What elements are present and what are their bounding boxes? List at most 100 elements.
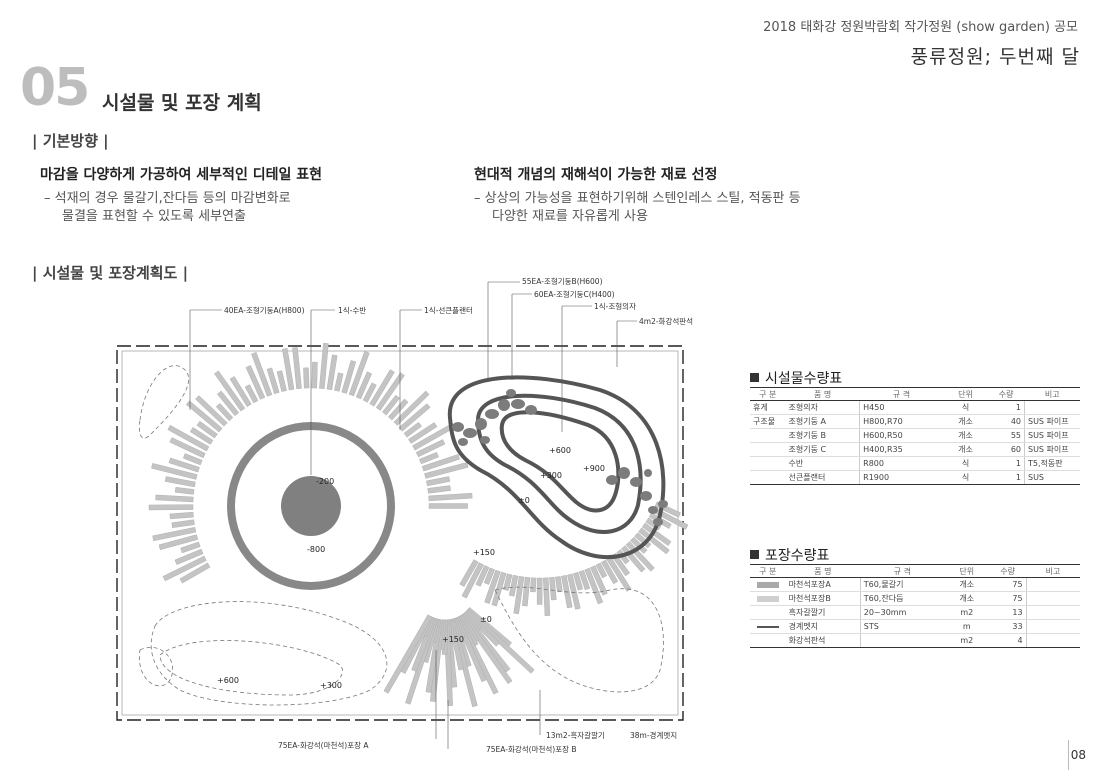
pillar-bar [428, 492, 473, 502]
pillar-bar [182, 453, 203, 466]
pillar-bar [475, 565, 490, 587]
pillar-bar [195, 395, 228, 427]
callout-paving-a: 75EA-화강석(마천석)포장 A [278, 740, 369, 750]
pillar-bar [169, 511, 194, 520]
sculpture-pillars-b [383, 607, 535, 708]
legend-line [750, 619, 786, 634]
level-label: ±0 [480, 615, 492, 624]
edging-line-outer [447, 375, 666, 560]
pillar-bar [155, 494, 194, 503]
pillar-bar [427, 485, 451, 494]
page-number-divider [1068, 740, 1069, 770]
pillar-bar [638, 527, 670, 555]
level-label: +600 [217, 676, 239, 685]
pillar-bar [530, 577, 537, 593]
pillar-bar [595, 562, 608, 579]
direction-2-title: 현대적 개념의 재해석이 가능한 재료 선정 [474, 167, 718, 183]
pillar-bar [174, 548, 204, 565]
level-label: ±0 [518, 496, 530, 505]
pillar-bar [634, 532, 652, 549]
pillar-bar [641, 522, 672, 546]
callout-edging: 38m-경계멧지 [630, 730, 677, 740]
pillar-bar [292, 347, 302, 390]
pillar-bar [590, 565, 608, 596]
level-label: -200 [316, 477, 334, 486]
pillar-bar [426, 476, 451, 487]
pillar-bar [148, 504, 194, 511]
pillar-bar [151, 463, 198, 480]
section-title: 시설물 및 포장 계획 [102, 92, 262, 114]
callout-basin: 1식-수반 [338, 306, 366, 315]
pillar-bar [214, 370, 246, 412]
pillar-bar [503, 573, 513, 591]
level-label: +150 [442, 635, 464, 644]
pillar-bar [229, 376, 252, 408]
pillar-bar [483, 567, 495, 585]
pillar-bar [326, 354, 338, 391]
pillar-bar [369, 369, 395, 407]
pillar-bar [244, 384, 259, 404]
callout-pillar-c: 60EA-조형기둥C(H400) [534, 290, 615, 299]
pillar-bar [169, 437, 206, 459]
callout-pillar-b: 55EA-조형기둥B(H600) [522, 277, 603, 286]
pillar-bar [375, 372, 405, 411]
pillar-bar [543, 577, 551, 616]
pillar-bar [601, 559, 619, 585]
document-title: 2018 태화강 정원박람회 작가정원 (show garden) 공모 [763, 20, 1078, 35]
pillar-bar [383, 614, 433, 694]
level-label: +600 [549, 446, 571, 455]
pillar-bar [522, 576, 531, 607]
facility-table-title: 시설물수량표 [750, 368, 842, 388]
pillar-bar [179, 562, 211, 584]
pillar-bar [164, 476, 196, 488]
pillar-bar [398, 403, 431, 432]
level-label: +900 [583, 464, 605, 473]
pillar-bar [362, 382, 377, 403]
pillar-bar [584, 567, 604, 605]
page-number: 08 [1070, 748, 1086, 762]
sculpture-pillars-c [459, 501, 689, 616]
pillar-bar [245, 365, 266, 400]
pillar-bar [196, 420, 218, 439]
direction-1-desc: – 석재의 경우 물갈기,잔다듬 등의 마감변화로 물결을 표현할 수 있도록 … [44, 191, 291, 224]
level-label: +300 [540, 471, 562, 480]
pillar-bar [408, 422, 438, 444]
basic-direction-heading: | 기본방향 | [32, 132, 109, 150]
callout-pillar-a: 40EA-조형기둥A(H800) [224, 306, 305, 315]
pillar-bar [215, 403, 234, 422]
pillar-bar [567, 573, 581, 610]
pillar-bar [549, 577, 557, 601]
pillar-bar [393, 390, 430, 426]
pillar-bar [282, 348, 295, 391]
pillar-bar [174, 487, 195, 495]
callout-gravel: 13m2-흑자갈깔기 [546, 730, 605, 740]
level-label: -800 [307, 545, 325, 554]
legend-swatch [750, 577, 786, 592]
pillar-bar [266, 367, 280, 395]
pillar-bar [276, 370, 287, 392]
section-number: 05 [20, 58, 90, 118]
edging-line-mid [475, 393, 643, 534]
pillar-bar [513, 576, 525, 615]
pillar-bar [424, 462, 469, 479]
pillar-bar [578, 570, 591, 591]
pillar-bar [355, 371, 373, 400]
pillar-bar [167, 424, 210, 452]
callout-granite-slab: 4m2-화강석판석 [639, 316, 693, 326]
callout-paving-b: 75EA-화강석(마천석)포장 B [486, 744, 577, 754]
pillar-bar [611, 552, 630, 577]
edging-line-inner [499, 410, 621, 513]
plan-heading: | 시설물 및 포장계획도 | [32, 264, 189, 282]
pillar-bar [303, 367, 310, 389]
direction-2-desc: – 상상의 가능성을 표현하기위해 스텐인레스 스틸, 적동판 등 다양한 재료… [474, 191, 801, 224]
granite-stones [452, 389, 668, 526]
pillar-bar [491, 571, 507, 607]
